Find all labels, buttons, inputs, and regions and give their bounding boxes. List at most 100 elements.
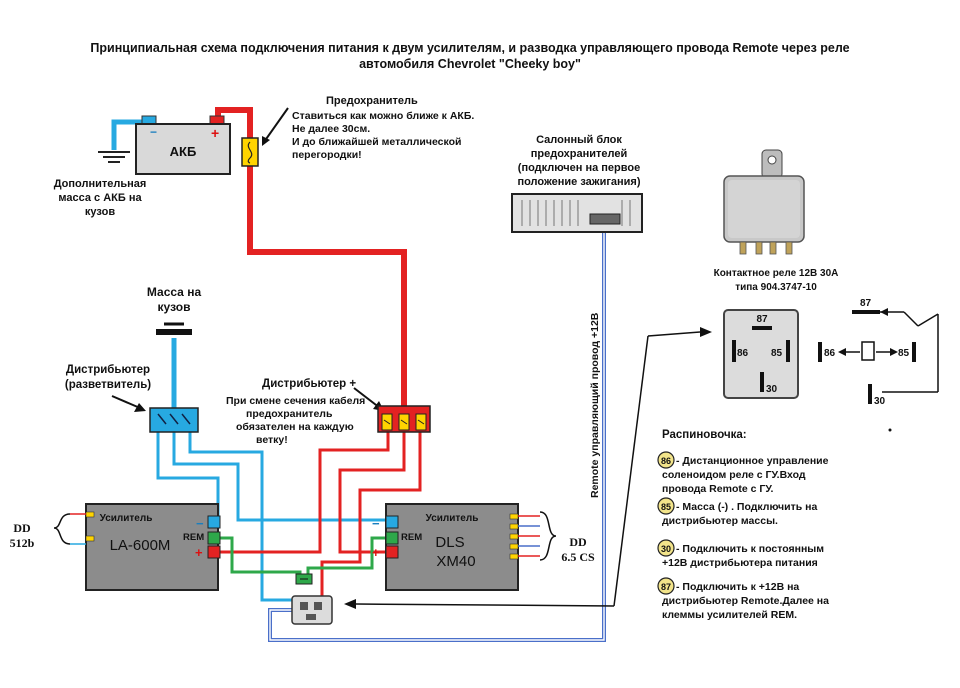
plus-distributor-arrow	[353, 387, 381, 409]
ground-distributor-label-2: (разветвитель)	[65, 379, 151, 391]
ground-distributor-label-1: Дистрибьютер	[66, 364, 150, 376]
amp2-model-line1: DLS	[435, 534, 464, 551]
extra-ground-label-2: масса с АКБ на	[58, 192, 142, 204]
fuse-note-3: И до ближайшей металлической	[292, 136, 462, 148]
schematic-pin-85: 85	[898, 348, 910, 359]
amp1-rem-label: REM	[183, 532, 204, 543]
sub-left-leads	[53, 513, 86, 545]
ground-distributor-arrow	[111, 395, 141, 409]
battery-label: АКБ	[170, 144, 197, 159]
plus-distributor-note-3: обязателен на каждую	[236, 421, 354, 433]
ground-to-relay-wire	[188, 432, 292, 602]
fuse-note-1: Ставиться как можно ближе к АКБ.	[292, 110, 474, 122]
plus-distributor	[377, 405, 431, 433]
pinout-line: клеммы усилителей REM.	[662, 609, 797, 621]
plus-distributor-title: Дистрибьютер +	[262, 378, 356, 390]
fuse-box-label-4: положение зажигания)	[517, 176, 640, 188]
ground-to-amp1-wire	[156, 432, 220, 522]
rem-wire-amp1	[220, 536, 302, 580]
relay-pin-86: 86	[737, 348, 749, 359]
sub-right-leads	[518, 511, 557, 561]
battery-minus-sign: −	[150, 125, 157, 139]
ground-distributor-arrowhead	[134, 403, 146, 412]
pinout-line: - Подключить к постоянным	[676, 543, 824, 555]
relay-module	[291, 573, 333, 625]
pinout-item-86: 86 - Дистанционное управление соленоидом…	[657, 451, 829, 495]
remote-link-arrow	[355, 603, 615, 607]
chassis-ground-icon	[98, 151, 130, 163]
amp1-minus-label: −	[196, 516, 204, 531]
fuse-box-label-1: Салонный блок	[536, 134, 622, 146]
rem-wire-amp2	[306, 536, 386, 580]
fuse-box	[511, 193, 643, 233]
pinout-item-87: 87 - Подключить к +12В на дистрибьютер R…	[657, 577, 829, 621]
amp1-model: LA-600M	[110, 537, 171, 554]
relay-pin-85: 85	[771, 348, 783, 359]
battery-ground-wire	[111, 119, 148, 150]
battery: − + АКБ	[135, 115, 231, 175]
schematic-pin-30: 30	[874, 396, 886, 407]
battery-plus-sign: +	[211, 125, 219, 141]
plus-distributor-note-1: При смене сечения кабеля	[226, 395, 365, 407]
ground-post-label-2: кузов	[158, 300, 191, 314]
pinout-item-85: 85 - Масса (-) . Подключить на дистрибью…	[657, 497, 817, 527]
relay-pin-30: 30	[766, 384, 778, 395]
pinout-badge: 86	[661, 456, 671, 466]
power-to-amp1-wire	[220, 432, 390, 554]
schematic-dot	[888, 428, 892, 432]
plus-distributor-note-2: предохранитель	[246, 408, 333, 420]
pinout-line: соленоидом реле с ГУ.Вход	[662, 469, 806, 481]
diagram-title-line2: автомобиля Chevrolet "Cheeky boy"	[359, 57, 581, 71]
main-power-wire	[247, 166, 407, 406]
pinout-line: - Подключить к +12В на	[676, 581, 799, 593]
power-to-amp2-wire	[338, 432, 406, 554]
remote-wire-label: Remote управляющий провод +12В	[589, 312, 601, 498]
fuse-note-4: перегородки!	[292, 149, 362, 161]
ground-to-amp2-wire	[172, 432, 386, 522]
pinout-line: дистрибьютер Remote.Далее на	[662, 595, 829, 607]
amp2-rem-label: REM	[401, 532, 422, 543]
relay-photo	[723, 149, 805, 255]
sub-left-label-2: 512b	[10, 536, 35, 550]
remote-link-arrowhead	[344, 599, 356, 609]
amp2-minus-label: −	[372, 516, 380, 531]
pinout-badge: 85	[661, 502, 671, 512]
ground-post-icon	[156, 322, 192, 335]
extra-ground-label-1: Дополнительная	[54, 178, 147, 190]
amplifier-dls-xm40	[385, 503, 519, 591]
fuse-box-label-3: (подключен на первое	[518, 162, 640, 174]
amp1-plus-label: +	[195, 545, 203, 560]
relay-schematic	[818, 308, 939, 404]
sub-right-label-2: 6.5 CS	[561, 550, 595, 564]
fuse-icon	[241, 137, 259, 167]
pinout-title: Распиновочка:	[662, 429, 747, 441]
ground-post-label-1: Масса на	[147, 285, 202, 299]
amp2-model-line2: XM40	[436, 553, 475, 570]
amp2-caption: Усилитель	[426, 513, 479, 524]
pinout-badge: 87	[661, 582, 671, 592]
extra-ground-label-3: кузов	[85, 206, 115, 218]
relay-link-arrow	[613, 335, 649, 607]
fuse-note-2: Не далее 30см.	[292, 123, 370, 135]
amp2-plus-label: +	[372, 545, 380, 560]
relay-photo-label-1: Контактное реле 12В 30А	[714, 268, 839, 279]
pinout-line: дистрибьютер массы.	[662, 515, 778, 527]
relay-pin-87: 87	[756, 314, 768, 325]
diagram-title-line1: Принципиальная схема подключения питания…	[90, 41, 849, 55]
pinout-line: +12В дистрибьютера питания	[662, 557, 818, 569]
plus-distributor-note-4: ветку!	[256, 434, 288, 446]
schematic-pin-86: 86	[824, 348, 836, 359]
sub-left-label-1: DD	[13, 521, 31, 535]
relay-link-arrow-top	[647, 331, 701, 337]
relay-pin-diagram	[723, 309, 799, 399]
fuse-box-label-2: предохранителей	[531, 148, 628, 160]
pinout-badge: 30	[661, 544, 671, 554]
sub-right-label-1: DD	[569, 535, 587, 549]
amplifier-la600m	[85, 503, 221, 591]
pinout-item-30: 30 - Подключить к постоянным +12В дистри…	[657, 539, 824, 569]
relay-link-arrowhead	[700, 327, 712, 337]
fuse-pointer-arrowhead	[262, 136, 270, 146]
pinout-line: - Масса (-) . Подключить на	[676, 501, 817, 513]
